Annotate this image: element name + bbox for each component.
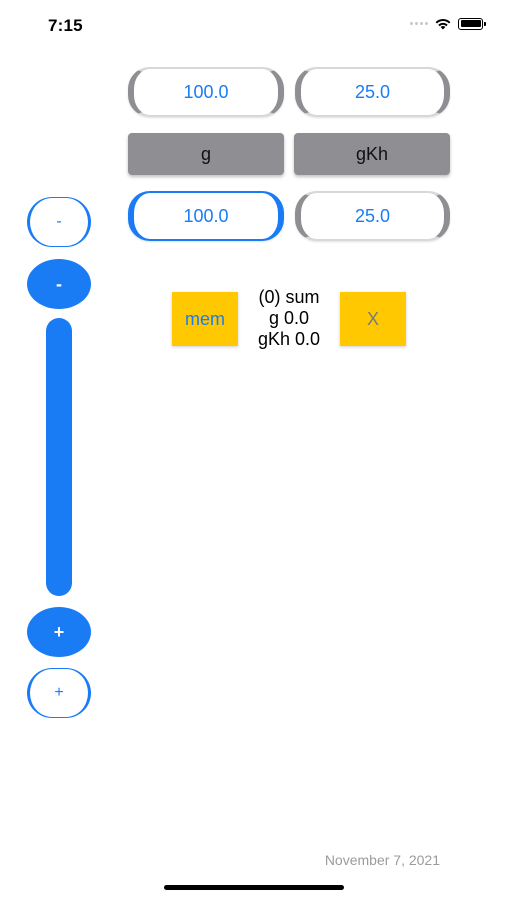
unit-left-button[interactable]: g	[128, 133, 284, 175]
top-left-value-field[interactable]: 100.0	[128, 67, 284, 117]
date-label: November 7, 2021	[324, 852, 440, 868]
home-indicator	[164, 885, 344, 890]
small-increment-button[interactable]: +	[27, 668, 91, 718]
wifi-icon	[435, 19, 451, 30]
value-slider[interactable]	[46, 318, 72, 596]
bottom-right-value-field[interactable]: 25.0	[295, 191, 450, 241]
unit-right-button[interactable]: gKh	[294, 133, 450, 175]
memory-summary-sum: (0) sum	[258, 287, 320, 307]
big-increment-button[interactable]: +	[27, 607, 91, 657]
memory-summary-g: g 0.0	[268, 308, 310, 328]
memory-button[interactable]: mem	[172, 292, 238, 346]
status-icons	[410, 17, 486, 30]
status-time: 7:15	[48, 16, 83, 35]
clear-memory-button[interactable]: X	[340, 292, 406, 346]
big-decrement-button[interactable]: -	[27, 259, 91, 309]
memory-summary-gkh: gKh 0.0	[257, 329, 321, 349]
battery-icon	[458, 17, 486, 30]
memory-summary: (0) sum g 0.0 gKh 0.0	[240, 287, 338, 350]
top-right-value-field[interactable]: 25.0	[295, 67, 450, 117]
cellular-dots-icon	[410, 22, 428, 25]
small-decrement-button[interactable]: -	[27, 197, 91, 247]
bottom-left-value-field[interactable]: 100.0	[128, 191, 284, 241]
